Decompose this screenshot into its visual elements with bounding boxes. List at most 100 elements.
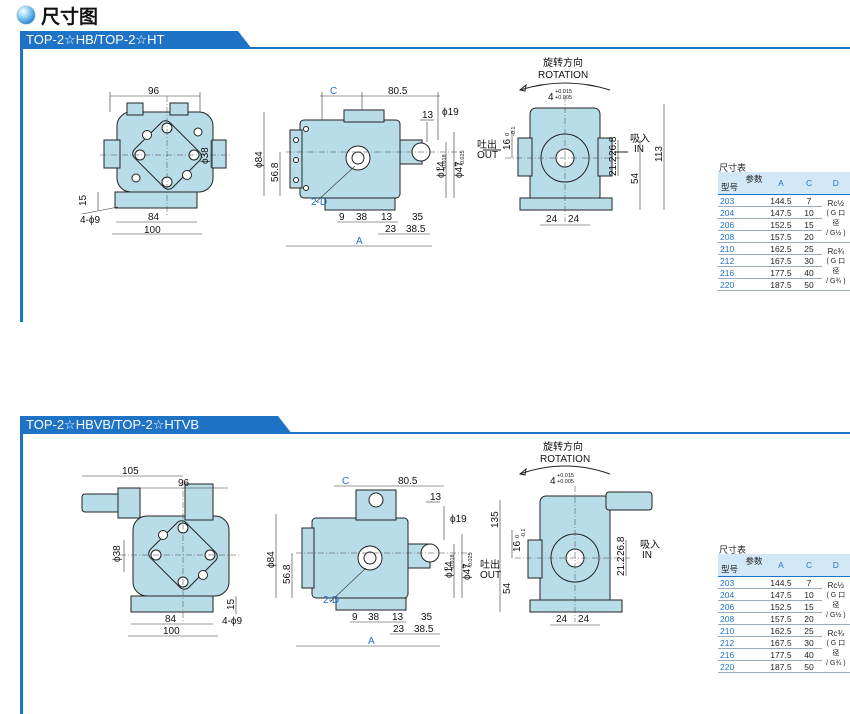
rotation-label: 旋转方向 <box>543 56 583 69</box>
rotation-arrow-icon <box>519 465 611 475</box>
dim-label: ϕ19 <box>442 107 459 118</box>
drawings-section-2: 105 96 ϕ38 84 100 15 4-ϕ9 C 80.5 13 ϕ19 … <box>81 440 660 647</box>
dim-label: 4 <box>548 92 554 103</box>
bolt-icon <box>131 173 141 183</box>
section-header-rule <box>20 47 850 49</box>
section-header: TOP-2☆HB/TOP-2☆HT <box>20 31 850 49</box>
dim-label: ϕ84 <box>254 151 265 168</box>
dim-label: 24 <box>556 614 568 625</box>
tolerance-label: +0.015 <box>555 89 572 95</box>
page-header: 尺寸图 <box>0 0 98 30</box>
tolerance-label: +0.005 <box>555 95 572 101</box>
rotation-label: ROTATION <box>540 454 590 465</box>
dim-label: 24 <box>546 214 558 225</box>
tolerance-label: -0.1 <box>511 127 517 136</box>
dim-label: ϕ84 <box>266 551 277 568</box>
dim-label: 13 <box>392 612 404 623</box>
port-label: 吐出 <box>477 138 497 151</box>
dim-label: 4-ϕ9 <box>222 616 242 627</box>
page-title: 尺寸图 <box>41 5 99 28</box>
dim-label: 16 <box>512 540 523 552</box>
dim-label: 56.8 <box>282 564 293 584</box>
pump-cover <box>301 527 315 589</box>
dim-label: 9 <box>339 212 345 223</box>
dim-label: 113 <box>654 146 665 162</box>
dim-label: 105 <box>122 466 139 477</box>
pump-side-boss <box>597 137 613 177</box>
port-label: IN <box>634 144 644 155</box>
dim-table-header: 参数型号 A C D <box>718 172 850 195</box>
dim-label: C <box>330 86 337 97</box>
pump-foot <box>529 599 623 613</box>
dim-label: 135 <box>490 511 501 528</box>
col-header: C <box>796 554 822 577</box>
section-tab: TOP-2☆HB/TOP-2☆HT <box>20 31 252 49</box>
dim-label: 56.8 <box>270 162 281 182</box>
dim-label: 16 <box>502 138 513 150</box>
dim-label: ϕ19 <box>450 514 467 525</box>
port-icon <box>357 545 383 571</box>
section-left-rule <box>20 432 23 714</box>
section-hb-ht: TOP-2☆HB/TOP-2☆HT <box>0 31 850 331</box>
port-label: OUT <box>480 570 501 581</box>
dim-label: 26.8 <box>608 136 619 156</box>
col-header: D <box>821 172 850 195</box>
tolerance-label: -0.025 <box>460 150 466 166</box>
dim-label: 13 <box>381 212 393 223</box>
dim-label: 21.2 <box>608 156 619 176</box>
dim-label: 21.2 <box>616 556 627 576</box>
dim-label: C <box>342 476 349 487</box>
dim-label: ϕ38 <box>200 147 211 164</box>
relief-valve-body <box>117 487 141 519</box>
col-header: C <box>796 172 822 195</box>
rotation-label: ROTATION <box>538 70 588 81</box>
section-header-rule <box>20 432 850 434</box>
port-label: IN <box>642 550 652 561</box>
rear-view <box>483 82 665 226</box>
tolerance-label: 0 <box>454 163 460 166</box>
section-header: TOP-2☆HBVB/TOP-2☆HTVB <box>20 416 850 434</box>
pump-side-boss <box>103 139 121 169</box>
dim-label: 4 <box>550 476 556 487</box>
tolerance-label: -0.018 <box>450 554 456 570</box>
dim-label: 38 <box>356 212 368 223</box>
tolerance-label: -0.025 <box>468 552 474 568</box>
dim-label: 84 <box>165 614 177 625</box>
tolerance-label: -0.018 <box>442 154 448 170</box>
rotation-arrow-icon <box>519 82 611 91</box>
dim-table-corner: 参数型号 <box>718 172 766 195</box>
pump-foot <box>130 595 214 613</box>
side-view <box>263 92 460 247</box>
col-header: A <box>765 172 797 195</box>
rear-view <box>499 465 653 626</box>
dim-label: ϕ38 <box>112 545 123 562</box>
dim-table-header: 参数型号 A C D <box>718 554 850 577</box>
dim-label: A <box>368 636 375 647</box>
pump-top-boss <box>184 483 214 521</box>
dim-label: ϕ14 <box>436 161 447 178</box>
dim-label: 24 <box>578 614 590 625</box>
col-header: A <box>765 554 797 577</box>
pump-side-boss <box>527 539 543 579</box>
pump-foot <box>519 197 613 211</box>
dim-label: 23 <box>385 224 397 235</box>
pump-top-boss <box>126 102 144 116</box>
bolt-icon <box>182 170 192 180</box>
dim-label: 23 <box>393 624 405 635</box>
drawings-section-1: 96 ϕ38 84 100 15 4-ϕ9 C 80.5 13 ϕ19 ϕ84 … <box>78 56 665 247</box>
bolt-icon <box>142 130 152 140</box>
pump-foot <box>114 191 198 209</box>
tolerance-label: 0 <box>505 133 511 136</box>
dim-table-title: 尺寸表 <box>719 545 747 555</box>
dim-label: ϕ14 <box>444 561 455 578</box>
dim-label: 100 <box>163 626 180 637</box>
